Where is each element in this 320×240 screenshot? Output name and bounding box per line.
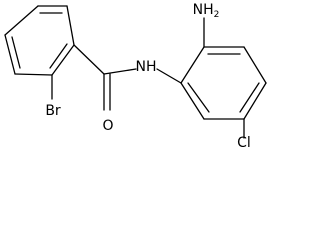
aromatic-inner-bond [187, 82, 210, 113]
n-aryl-bond [156, 68, 182, 84]
bond [4, 5, 39, 36]
bond [66, 5, 75, 46]
bond [51, 44, 75, 76]
carbonyl-oxygen-label: O [102, 118, 113, 134]
bond [243, 82, 267, 120]
bond [243, 46, 267, 84]
bromine-label: Br [45, 103, 61, 119]
aromatic-inner-bond [49, 43, 68, 69]
bond [4, 34, 16, 75]
bond [14, 73, 53, 76]
amino-group-label: NH2 [193, 2, 220, 20]
aromatic-inner-bond [239, 82, 260, 113]
c-n-amide-bond [103, 68, 137, 75]
aromatic-inner-bond [11, 36, 21, 69]
chemical-structure-diagram: NH2 NH O Br Cl [4, 2, 267, 151]
bromobenzene-ring [4, 5, 75, 76]
amide-nh-label: NH [136, 59, 157, 75]
chlorine-label: Cl [237, 135, 251, 151]
bond [180, 46, 205, 84]
ring-to-carbonyl-bond [73, 44, 105, 75]
chloroaniline-ring [180, 46, 267, 120]
bond [180, 82, 205, 120]
